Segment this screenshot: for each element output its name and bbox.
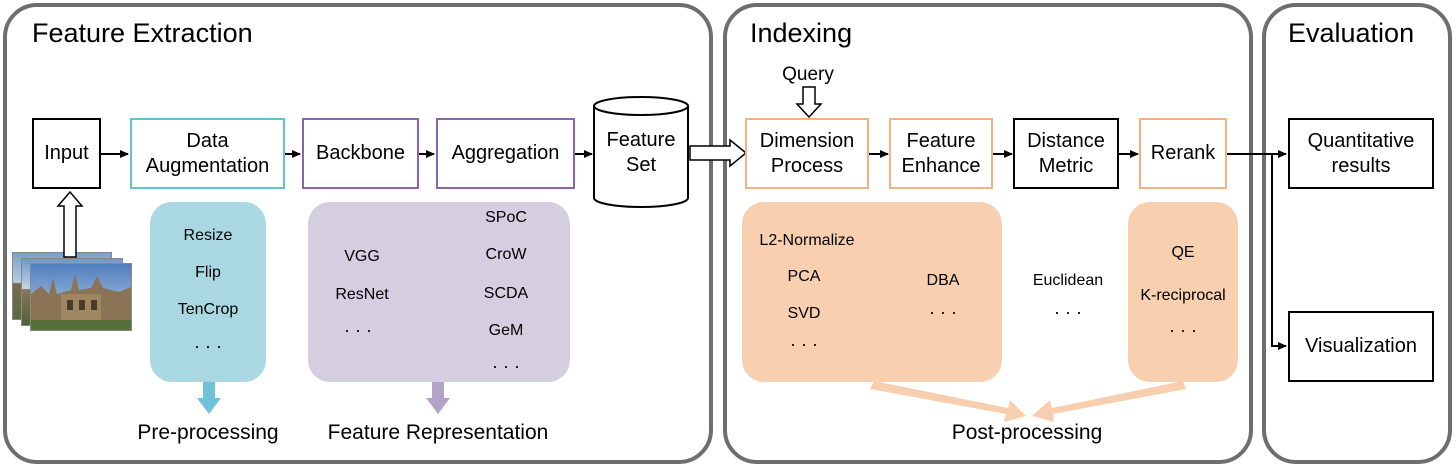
rerank-item: K-reciprocal <box>1140 287 1226 304</box>
data-augmentation-box: Data Augmentation <box>130 118 285 189</box>
backbone-label: Backbone <box>316 142 405 164</box>
aggregation-item: SCDA <box>483 285 529 302</box>
distance-item: · · · <box>1054 302 1082 322</box>
rerank-item: QE <box>1171 244 1195 261</box>
distance-metric-box: Distance Metric <box>1013 118 1119 189</box>
preprocessing-caption: Pre-processing <box>137 421 279 444</box>
preprocessing-item: Resize <box>183 227 233 244</box>
dimension-item: SVD <box>787 305 821 322</box>
distance-metric-label-2: Metric <box>1038 154 1094 177</box>
backbone-box: Backbone <box>302 118 419 189</box>
aggregation-item: GeM <box>488 322 524 339</box>
feature-extraction-title: Feature Extraction <box>32 18 253 48</box>
postprocessing-caption: Post-processing <box>951 421 1103 444</box>
distance-item: Euclidean <box>1032 272 1104 289</box>
dimension-item: PCA <box>787 268 821 285</box>
aggregation-box: Aggregation <box>436 118 575 189</box>
visualization-box: Visualization <box>1288 311 1434 382</box>
dimension-process-label-1: Dimension <box>759 129 855 152</box>
indexing-title: Indexing <box>750 18 853 48</box>
enhance-item: · · · <box>929 302 957 322</box>
dimension-item: L2-Normalize <box>759 232 855 249</box>
enhance-item: DBA <box>926 272 960 289</box>
dimension-enhance-background <box>742 202 1002 382</box>
representation-caption: Feature Representation <box>327 421 549 444</box>
preprocessing-item: TenCrop <box>177 301 239 318</box>
quantitative-label-1: Quantitative <box>1307 129 1415 152</box>
rerank-label: Rerank <box>1150 142 1216 164</box>
representation-background <box>308 202 570 382</box>
backbone-item: · · · <box>344 320 372 340</box>
aggregation-label: Aggregation <box>451 142 560 164</box>
preprocessing-background <box>150 202 266 382</box>
quantitative-label-2: results <box>1331 154 1391 177</box>
evaluation-title: Evaluation <box>1288 18 1415 48</box>
aggregation-item: SPoC <box>485 209 527 226</box>
feature-enhance-box: Feature Enhance <box>889 118 993 189</box>
feature-set-label-2: Set <box>625 154 657 176</box>
quantitative-results-box: Quantitative results <box>1288 118 1434 189</box>
backbone-item: VGG <box>344 248 380 265</box>
feature-enhance-label-2: Enhance <box>901 154 981 177</box>
sample-image-front <box>30 263 132 331</box>
aggregation-item: CroW <box>485 246 527 263</box>
feature-set-label-1: Feature <box>606 129 676 151</box>
dimension-process-box: Dimension Process <box>745 118 869 189</box>
data-augmentation-label-2: Augmentation <box>145 154 270 177</box>
visualization-label: Visualization <box>1305 335 1417 357</box>
rerank-item: · · · <box>1169 320 1197 340</box>
input-box: Input <box>32 118 101 189</box>
preprocessing-item: Flip <box>195 264 221 281</box>
evaluation-panel <box>1262 3 1452 464</box>
backbone-item: ResNet <box>335 286 389 303</box>
rerank-background <box>1128 202 1238 382</box>
dimension-process-label-2: Process <box>770 154 844 177</box>
preprocessing-item: · · · <box>194 336 222 356</box>
dimension-item: · · · <box>790 334 818 354</box>
data-augmentation-label-1: Data <box>186 129 229 152</box>
distance-metric-label-1: Distance <box>1027 129 1105 152</box>
feature-enhance-label-1: Feature <box>906 129 976 152</box>
feature-set-label: Feature Set <box>594 126 688 180</box>
input-label: Input <box>44 142 89 164</box>
aggregation-item: · · · <box>492 356 520 376</box>
query-label: Query <box>782 64 834 85</box>
rerank-box: Rerank <box>1139 118 1227 189</box>
